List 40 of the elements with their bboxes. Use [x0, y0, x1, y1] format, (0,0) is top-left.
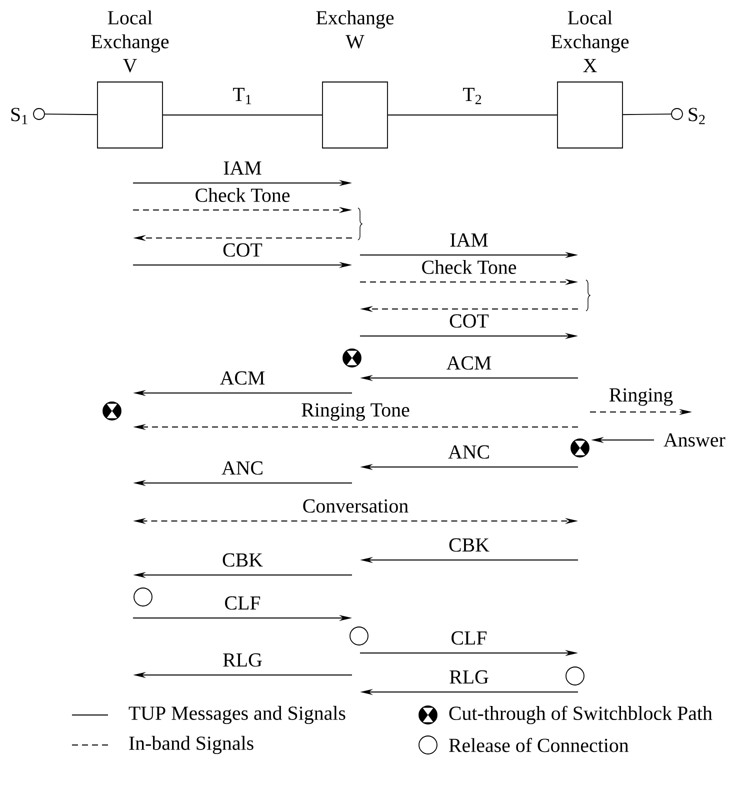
exchange-box: Local Exchange V — [91, 10, 169, 148]
message-label: ACM — [445, 355, 493, 371]
exchange-box: Local Exchange X — [551, 10, 629, 148]
terminal-circle — [671, 108, 683, 120]
node-label: Local Exchange V — [91, 10, 169, 72]
legend-text: TUP Messages and Signals — [128, 706, 346, 724]
message-label: Ringing — [608, 387, 674, 407]
message-label: Ringing Tone — [300, 402, 411, 422]
exchange-box: Exchange W — [316, 10, 394, 148]
legend-text: In-band Signals — [129, 736, 254, 754]
message-label: CBK — [221, 552, 264, 568]
message-label: ACM — [218, 370, 266, 386]
message-label: COT — [448, 313, 490, 329]
message-label: Answer — [662, 432, 726, 448]
message-label: Check Tone — [420, 258, 518, 275]
legend-text: Release of Connection — [449, 738, 629, 752]
trunk-line — [622, 114, 672, 116]
message-label: COT — [222, 242, 264, 258]
legend-text: Cut-through of Switchblock Path — [449, 706, 712, 724]
message-label: IAM — [222, 160, 263, 176]
edge-label: T$_{1}$ — [232, 86, 254, 106]
trunk-line — [388, 114, 558, 116]
terminal-label: S$_{1}$ — [11, 108, 28, 124]
message-label: RLG — [222, 652, 264, 668]
trunk-line — [44, 114, 98, 116]
message-label: Check Tone — [194, 186, 292, 203]
message-label: ANC — [220, 460, 265, 476]
message-label: ANC — [446, 444, 492, 460]
message-label: CBK — [448, 537, 490, 553]
message-label: IAM — [448, 232, 490, 248]
edge-label: T$_{2}$ — [462, 86, 484, 106]
message-label: Conversation — [301, 498, 410, 514]
message-label: CLF — [450, 630, 488, 646]
terminal-circle — [33, 108, 45, 120]
node-label: Exchange W — [316, 10, 394, 48]
trunk-line — [162, 114, 322, 116]
message-label: CLF — [223, 595, 262, 611]
terminal-label: S$_{2}$ — [688, 108, 705, 124]
message-label: RLG — [448, 669, 490, 685]
node-label: Local Exchange X — [551, 10, 629, 72]
